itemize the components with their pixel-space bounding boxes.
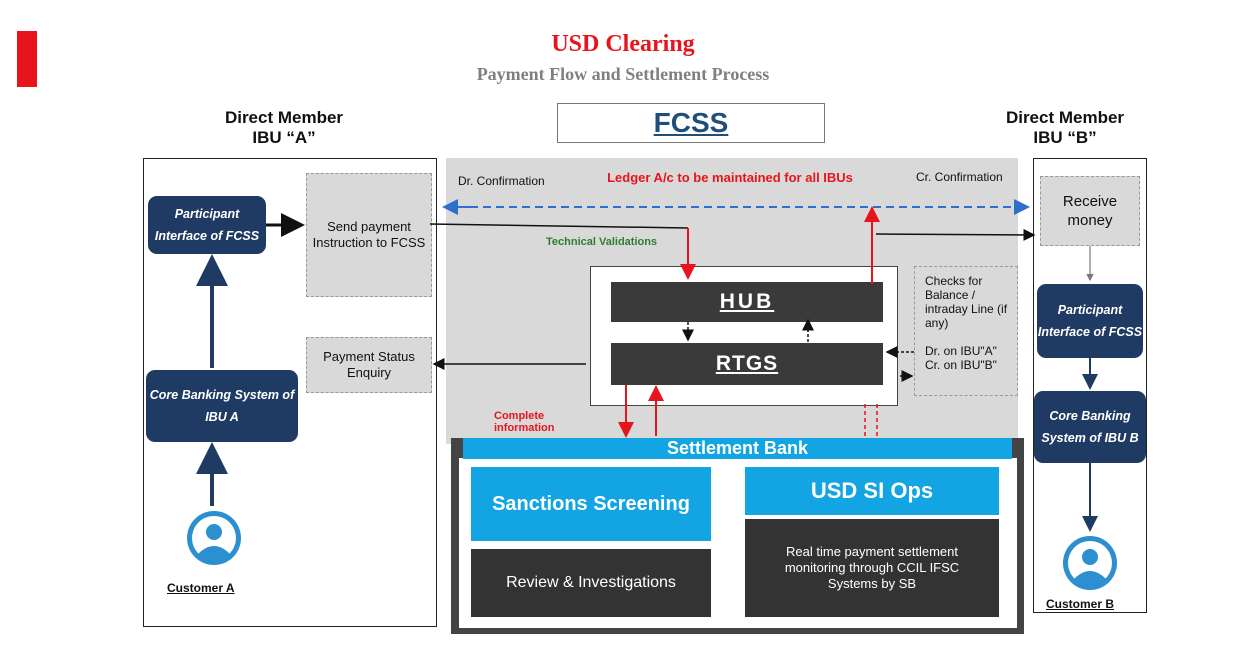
complete-information-label: Complete information	[494, 410, 555, 434]
payment-status-box: Payment Status Enquiry	[306, 337, 432, 393]
participant-interface-a: Participant Interface of FCSS	[148, 196, 266, 254]
dr-ibu-a-text: Dr. on IBU"A"	[925, 344, 997, 358]
technical-validations-label: Technical Validations	[546, 236, 658, 248]
rtgs-bar: RTGS	[611, 343, 883, 385]
customer-a-label: Customer A	[167, 581, 235, 595]
page-title: USD Clearing	[551, 31, 695, 57]
red-accent-bar	[17, 31, 37, 87]
hub-bar: HUB	[611, 282, 883, 322]
settlement-bank-header: Settlement Bank	[463, 438, 1012, 459]
ledger-note: Ledger A/c to be maintained for all IBUs	[607, 170, 853, 185]
left-member-heading-line1: Direct Member	[224, 108, 344, 127]
customer-a-icon	[186, 510, 242, 566]
core-banking-a: Core Banking System of IBU A	[146, 370, 298, 442]
right-member-heading-line1: Direct Member	[1005, 108, 1125, 127]
page-subtitle: Payment Flow and Settlement Process	[476, 64, 770, 84]
right-member-heading: Direct Member IBU “B”	[990, 108, 1140, 148]
receive-money-box: Receive money	[1040, 176, 1140, 246]
sanctions-screening-box: Sanctions Screening	[471, 467, 711, 541]
right-member-heading-line2: IBU “B”	[1033, 128, 1097, 147]
dr-confirmation-label: Dr. Confirmation	[458, 174, 545, 188]
checks-balance-text: Checks for Balance / intraday Line (if a…	[925, 274, 1008, 330]
cr-ibu-b-text: Cr. on IBU"B"	[925, 358, 997, 372]
left-member-heading-line2: IBU “A”	[252, 128, 316, 147]
checks-box: Checks for Balance / intraday Line (if a…	[914, 266, 1018, 396]
review-investigations-box: Review & Investigations	[471, 549, 711, 617]
left-member-heading: Direct Member IBU “A”	[194, 108, 374, 148]
cr-confirmation-label: Cr. Confirmation	[916, 170, 1003, 184]
send-payment-box: Send payment Instruction to FCSS	[306, 173, 432, 297]
core-banking-b: Core Banking System of IBU B	[1034, 391, 1146, 463]
customer-b-label: Customer B	[1046, 597, 1115, 611]
usd-si-ops-box: USD SI Ops	[745, 467, 999, 515]
fcss-title-box: FCSS	[557, 103, 825, 143]
customer-b-icon	[1063, 536, 1117, 590]
participant-interface-b: Participant Interface of FCSS	[1037, 284, 1143, 358]
monitoring-box: Real time payment settlement monitoring …	[745, 519, 999, 617]
